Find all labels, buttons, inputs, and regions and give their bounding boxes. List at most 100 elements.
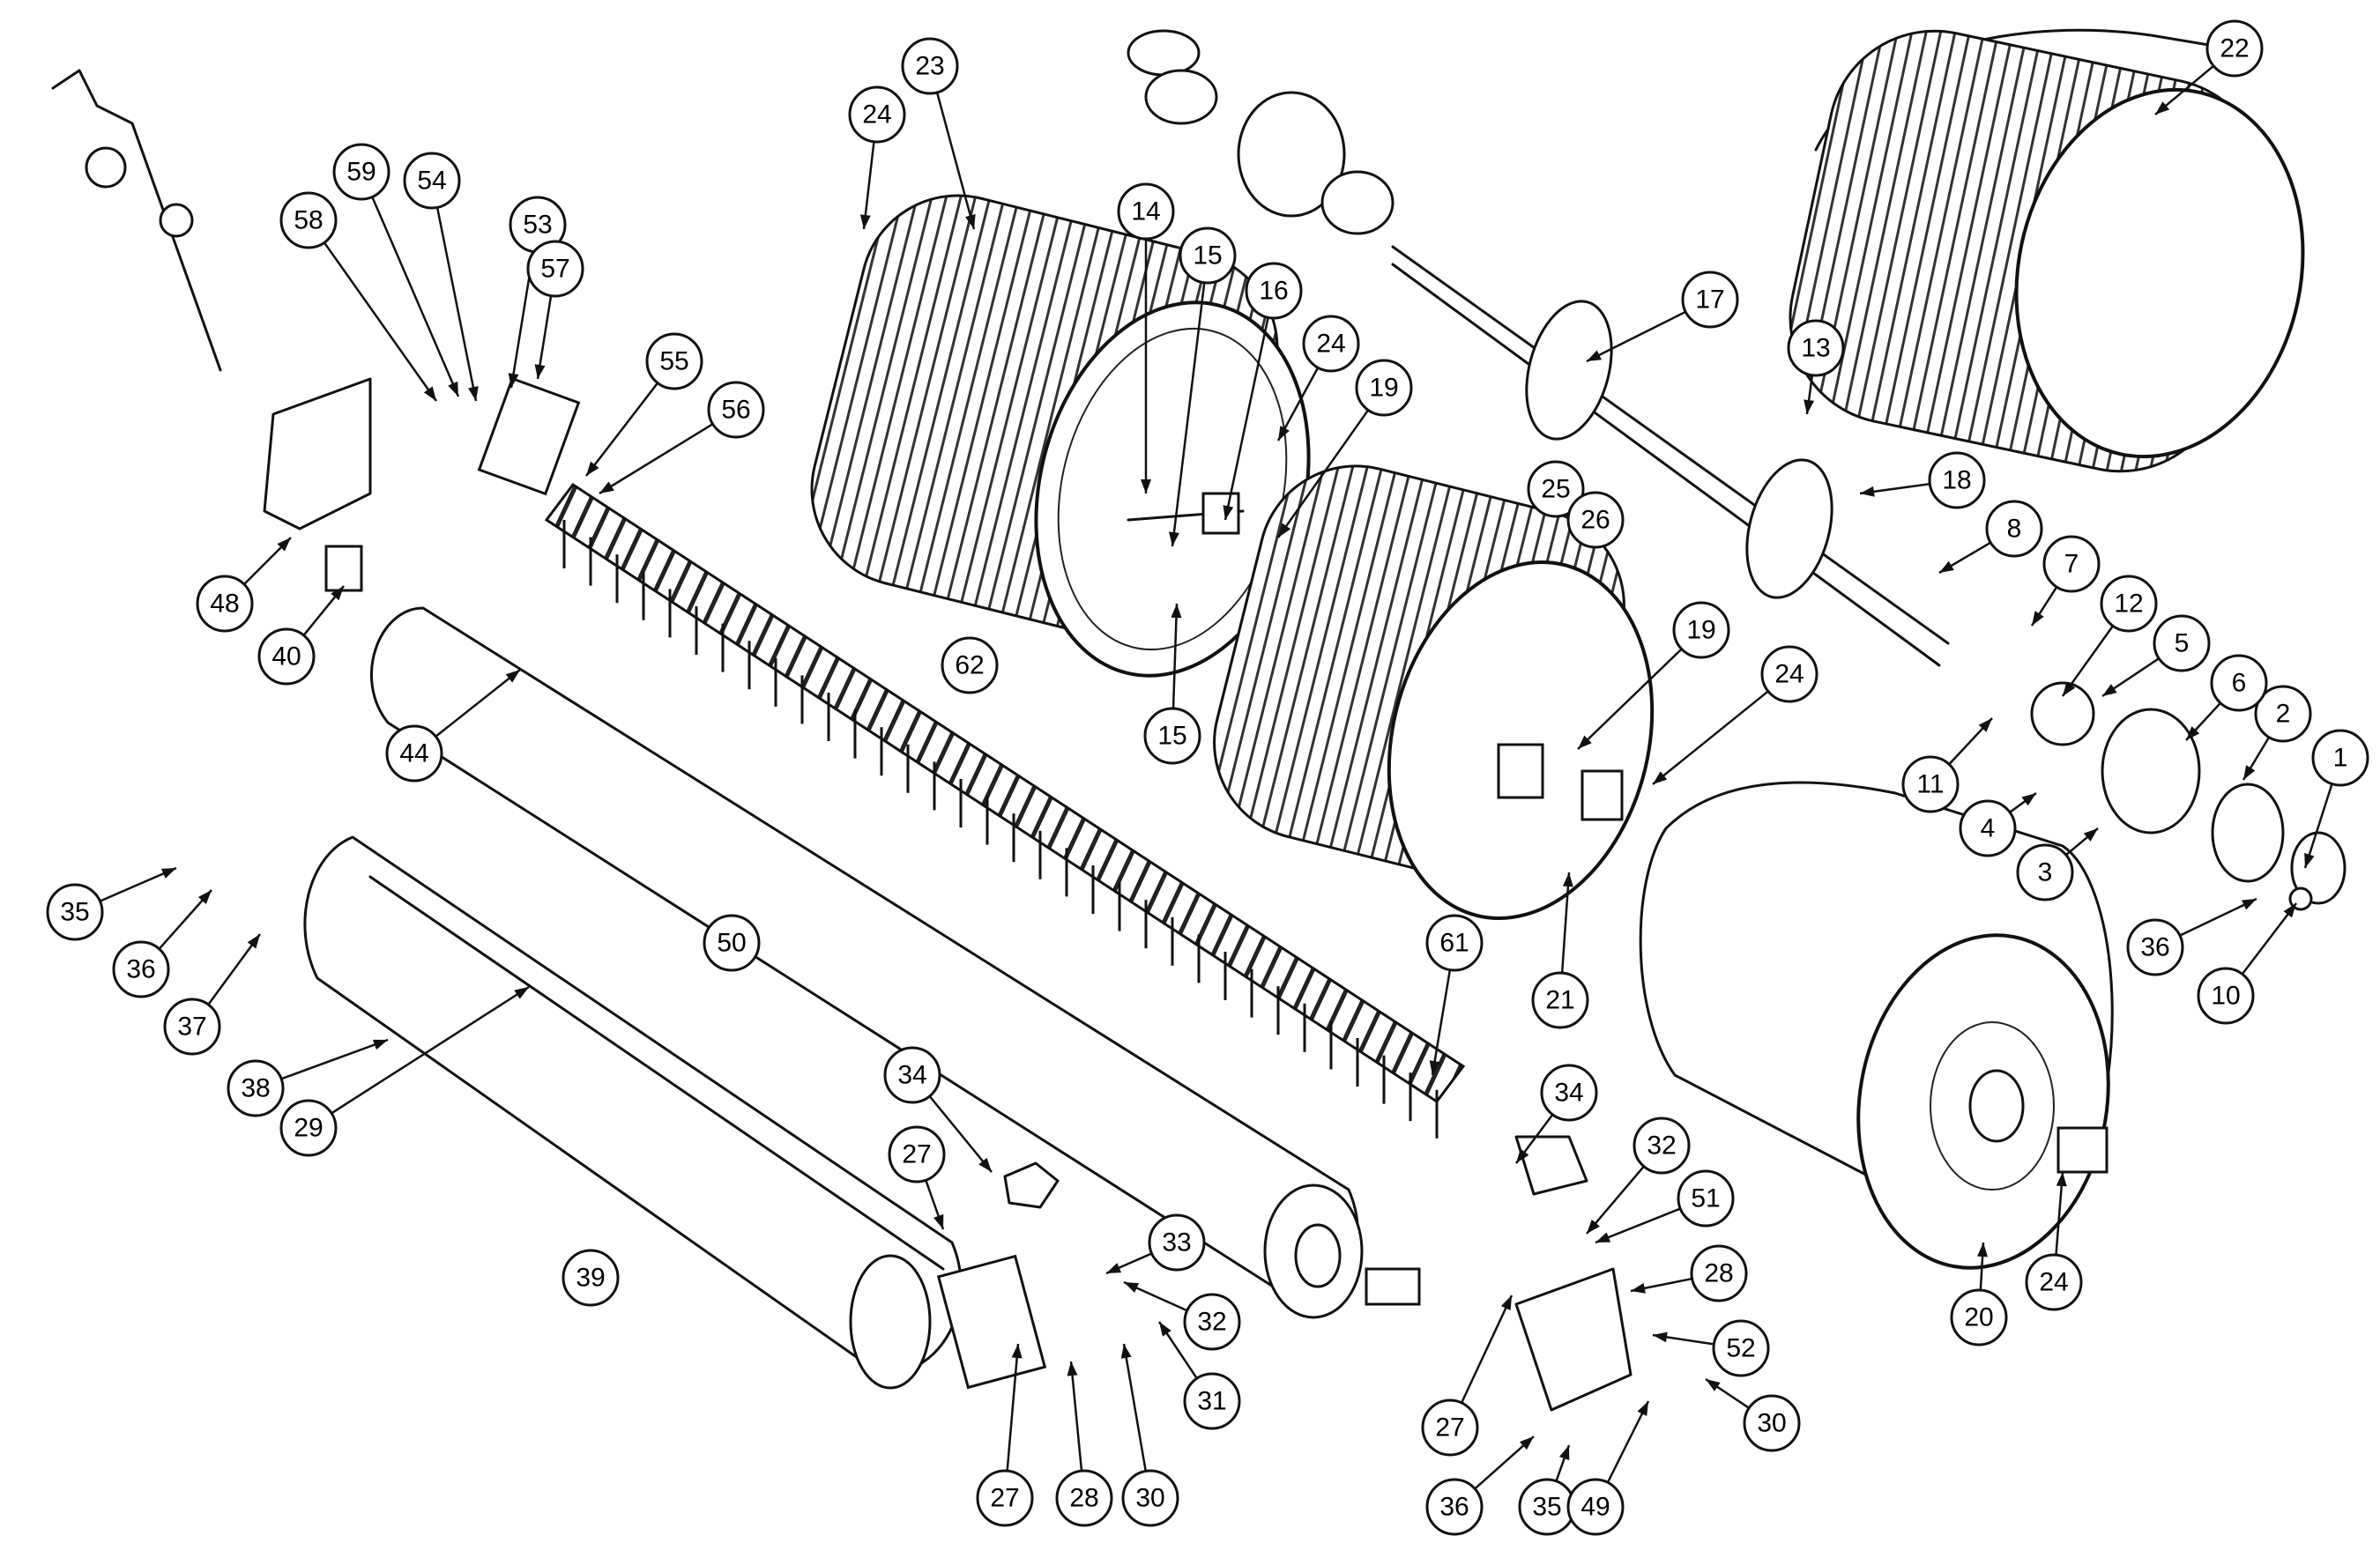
callout-32: 32 xyxy=(1633,1117,1691,1175)
callout-number: 30 xyxy=(1135,1484,1164,1513)
callout-circle xyxy=(883,1046,941,1104)
callout-number: 34 xyxy=(1554,1079,1583,1108)
callout-50: 50 xyxy=(703,914,761,972)
callout-number: 27 xyxy=(1435,1413,1464,1443)
callout-48: 48 xyxy=(196,575,254,633)
leader-line xyxy=(1006,1343,1020,1472)
leader-arrowhead xyxy=(1106,1263,1122,1273)
leader-arrowhead xyxy=(1804,399,1815,414)
callout-circle xyxy=(1566,491,1625,549)
callout-circle xyxy=(645,332,703,390)
callout-circle xyxy=(2042,535,2101,593)
leader-arrowhead xyxy=(1011,1344,1023,1359)
callout-40: 40 xyxy=(257,627,316,686)
callout-circle xyxy=(1355,359,1413,417)
leader-arrowhead xyxy=(1631,1282,1646,1294)
leader-arrowhead xyxy=(2186,726,2200,740)
leader-arrowhead xyxy=(1578,735,1592,749)
callout-circle xyxy=(1681,271,1739,329)
callout-19: 19 xyxy=(1355,359,1413,417)
callout-circle xyxy=(1183,1372,1241,1430)
leader-arrowhead xyxy=(965,213,976,229)
callout-circle xyxy=(2210,654,2268,712)
callout-circle xyxy=(1425,1478,1484,1536)
leader-line xyxy=(1069,1361,1083,1472)
leader-arrowhead xyxy=(1978,718,1992,732)
lower-knob-left xyxy=(936,1161,1060,1390)
callout-19: 19 xyxy=(1672,601,1730,659)
leader-arrowhead xyxy=(331,586,344,601)
callout-number: 20 xyxy=(1964,1303,1993,1332)
leader-arrowhead xyxy=(2155,101,2170,115)
callout-number: 28 xyxy=(1069,1484,1098,1513)
callout-15: 15 xyxy=(1179,226,1237,285)
leader-line xyxy=(1586,310,1686,363)
callout-62: 62 xyxy=(941,636,999,694)
callout-31: 31 xyxy=(1183,1372,1241,1430)
leader-line xyxy=(2061,625,2114,697)
callout-34: 34 xyxy=(1540,1064,1598,1122)
leader-arrowhead xyxy=(599,481,614,493)
leader-line xyxy=(1171,603,1179,709)
callout-number: 7 xyxy=(2064,550,2079,579)
leader-line xyxy=(280,1038,389,1080)
callout-5: 5 xyxy=(2153,614,2211,672)
callout-circle xyxy=(46,883,104,941)
callout-circle xyxy=(976,1469,1034,1527)
callout-circle xyxy=(163,998,221,1056)
callout-37: 37 xyxy=(163,998,221,1056)
callout-number: 38 xyxy=(241,1074,270,1103)
leader-line xyxy=(1431,969,1452,1076)
callout-30: 30 xyxy=(1743,1394,1801,1452)
callout-58: 58 xyxy=(279,191,338,249)
callout-33: 33 xyxy=(1148,1213,1206,1272)
leader-arrowhead xyxy=(2083,828,2098,842)
callout-18: 18 xyxy=(1928,451,1986,509)
leader-arrowhead xyxy=(2056,1172,2067,1187)
leader-line xyxy=(435,207,478,402)
callout-54: 54 xyxy=(403,152,461,210)
callout-number: 62 xyxy=(955,651,984,680)
callout-circle xyxy=(1183,1293,1241,1351)
callout-2: 2 xyxy=(2254,685,2312,743)
callout-number: 16 xyxy=(1259,277,1288,306)
callout-28: 28 xyxy=(1690,1244,1748,1302)
leader-arrowhead xyxy=(277,538,291,552)
callout-57: 57 xyxy=(526,240,584,298)
leader-arrowhead xyxy=(1429,1060,1440,1075)
leader-line xyxy=(928,1095,993,1173)
leader-arrowhead xyxy=(1706,1379,1721,1391)
callout-15: 15 xyxy=(1143,707,1201,765)
leader-arrowhead xyxy=(2032,611,2044,626)
callout-number: 58 xyxy=(294,206,323,235)
leader-arrowhead xyxy=(1500,1295,1512,1311)
callout-circle xyxy=(1425,914,1484,972)
callout-circle xyxy=(1633,1117,1691,1175)
callout-number: 24 xyxy=(1774,660,1804,689)
callout-59: 59 xyxy=(332,143,390,201)
callout-circle xyxy=(279,1099,338,1157)
callout-number: 59 xyxy=(346,158,376,187)
callout-circle xyxy=(901,37,959,95)
callout-circle xyxy=(1712,1319,1770,1377)
callout-6: 6 xyxy=(2210,654,2268,712)
callout-number: 29 xyxy=(294,1114,323,1143)
callout-circle xyxy=(279,191,338,249)
callout-14: 14 xyxy=(1117,182,1175,241)
leader-arrowhead xyxy=(1171,604,1182,619)
callout-3: 3 xyxy=(2016,843,2074,901)
callout-38: 38 xyxy=(227,1059,285,1117)
leader-arrowhead xyxy=(247,934,260,949)
callout-number: 6 xyxy=(2232,669,2247,698)
callout-number: 13 xyxy=(1801,334,1830,363)
callout-number: 35 xyxy=(60,898,89,927)
callout-number: 10 xyxy=(2211,982,2240,1011)
callout-24: 24 xyxy=(2025,1253,2083,1311)
leader-arrowhead xyxy=(505,670,520,683)
leader-line xyxy=(935,92,976,230)
leader-line xyxy=(2179,897,2257,937)
callout-number: 14 xyxy=(1131,197,1160,226)
callout-36: 36 xyxy=(112,940,170,998)
callout-number: 35 xyxy=(1532,1493,1561,1522)
